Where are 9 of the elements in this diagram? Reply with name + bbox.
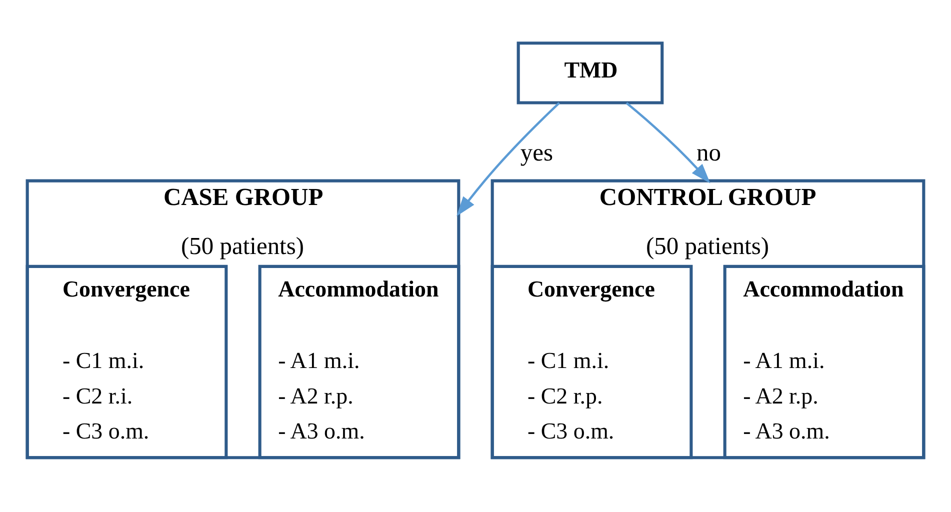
arrow (456, 102, 560, 216)
node-box: Accommodation - A1 m.i. - A2 r.p. - A3 o.m. (723, 264, 926, 459)
node-box: TMD (516, 41, 664, 104)
edge-label: no (696, 139, 721, 166)
node-box: Convergence - C1 m.i. - C2 r.i. - C3 o.m. (26, 264, 228, 459)
node-box: Convergence - C1 m.i. - C2 r.p. - C3 o.m. (490, 264, 693, 459)
arrow (626, 102, 710, 183)
edge-label: yes (520, 139, 553, 166)
node-box: Accommodation - A1 m.i. - A2 r.p. - A3 o.m. (258, 264, 460, 459)
